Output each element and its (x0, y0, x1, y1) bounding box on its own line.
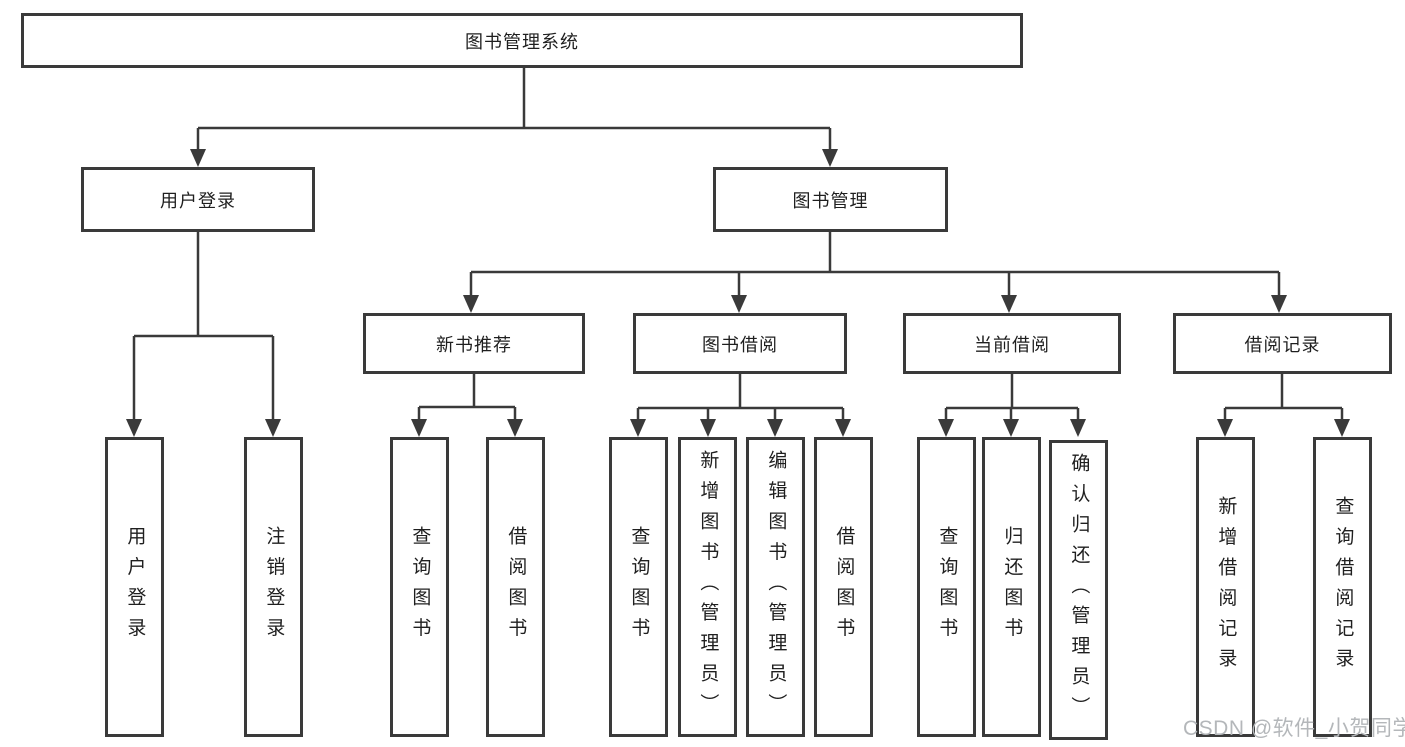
leaf-return-books: 归还图书 (982, 437, 1041, 737)
leaf-label: 查询借阅记录 (1332, 495, 1354, 679)
node-borrow-records: 借阅记录 (1173, 313, 1392, 374)
node-book-management: 图书管理 (713, 167, 948, 232)
node-label: 图书管理系统 (465, 31, 579, 52)
node-label: 借阅记录 (1244, 334, 1321, 355)
leaf-confirm-return-admin: 确认归还（管理员） (1049, 440, 1108, 740)
node-current-borrow: 当前借阅 (903, 313, 1121, 374)
leaf-user-login: 用户登录 (105, 437, 164, 737)
leaf-logout: 注销登录 (244, 437, 303, 737)
csdn-watermark: CSDN @软件_小贺同学 (1183, 717, 1405, 740)
node-label: 图书管理 (792, 190, 869, 211)
leaf-label: 查询图书 (936, 526, 958, 648)
leaf-edit-books-admin: 编辑图书（管理员） (746, 437, 805, 737)
leaf-label: 归还图书 (1001, 526, 1023, 648)
leaf-add-borrow-record: 新增借阅记录 (1196, 437, 1255, 737)
leaf-label: 确认归还（管理员） (1068, 453, 1090, 727)
leaf-query-books-current: 查询图书 (917, 437, 976, 737)
leaf-label: 借阅图书 (833, 526, 855, 648)
leaf-query-borrow-record: 查询借阅记录 (1313, 437, 1372, 737)
leaf-label: 新增借阅记录 (1215, 495, 1237, 679)
leaf-label: 借阅图书 (505, 526, 527, 648)
node-book-management-system: 图书管理系统 (21, 13, 1023, 68)
leaf-borrow-books-recommend: 借阅图书 (486, 437, 545, 737)
leaf-borrow-books: 借阅图书 (814, 437, 873, 737)
leaf-label: 编辑图书（管理员） (765, 450, 787, 724)
leaf-add-books-admin: 新增图书（管理员） (678, 437, 737, 737)
leaf-label: 注销登录 (263, 526, 285, 648)
node-label: 用户登录 (160, 190, 236, 211)
leaf-query-books-recommend: 查询图书 (390, 437, 449, 737)
leaf-label: 用户登录 (124, 526, 146, 648)
node-label: 新书推荐 (436, 334, 512, 355)
leaf-label: 查询图书 (628, 526, 650, 648)
leaf-query-books-borrow: 查询图书 (609, 437, 668, 737)
leaf-label: 新增图书（管理员） (697, 450, 719, 724)
leaf-label: 查询图书 (409, 526, 431, 648)
node-label: 图书借阅 (702, 334, 778, 355)
node-book-borrow: 图书借阅 (633, 313, 847, 374)
node-label: 当前借阅 (974, 334, 1050, 355)
node-user-login: 用户登录 (81, 167, 315, 232)
node-new-book-recommend: 新书推荐 (363, 313, 585, 374)
